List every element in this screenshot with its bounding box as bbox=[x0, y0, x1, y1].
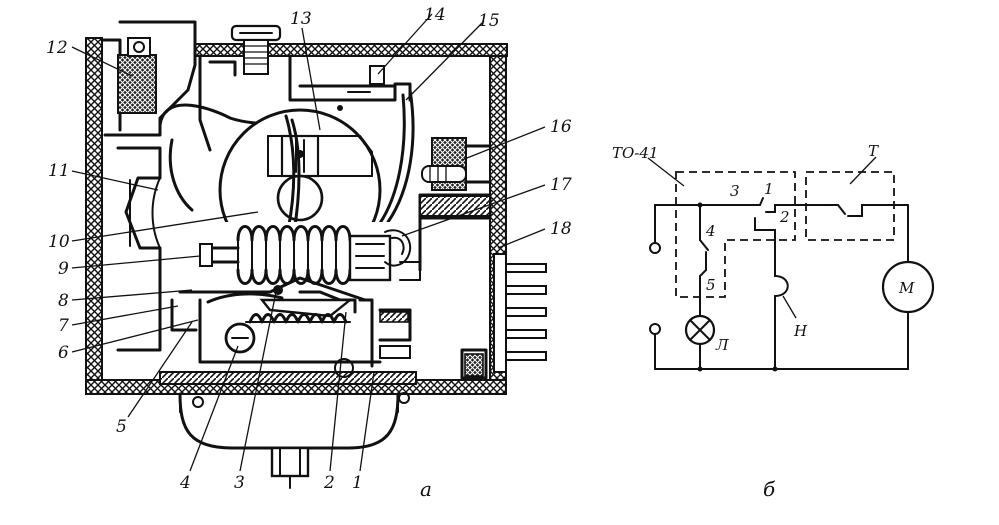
callout-13: 13 bbox=[290, 9, 312, 29]
callout-15: 15 bbox=[478, 11, 500, 31]
heater-label: Н bbox=[793, 322, 808, 340]
relay-boundary bbox=[675, 171, 796, 298]
contact-3-label: 3 bbox=[730, 182, 740, 200]
terminal-pins bbox=[493, 253, 547, 373]
contact-4-label: 4 bbox=[705, 222, 716, 240]
callout-1: 1 bbox=[352, 473, 363, 493]
caption-a: а bbox=[420, 477, 432, 501]
contact-1-label: 1 bbox=[764, 180, 774, 198]
callout-4: 4 bbox=[179, 473, 191, 493]
case-left-wall bbox=[85, 37, 103, 389]
schematic-labels: ТО-41 Т 3 1 2 4 5 Л Н М bbox=[612, 142, 915, 354]
callout-6: 6 bbox=[58, 343, 69, 363]
main-coil-spring bbox=[199, 222, 400, 285]
wiring-schematic bbox=[647, 156, 935, 372]
top-screw bbox=[230, 24, 282, 75]
callout-14: 14 bbox=[424, 5, 446, 25]
thermostat-label: Т bbox=[868, 142, 879, 160]
left-coil-block bbox=[117, 54, 157, 114]
contact-5-label: 5 bbox=[706, 276, 716, 294]
callout-10: 10 bbox=[48, 232, 70, 252]
lamp-label: Л bbox=[715, 336, 729, 354]
callout-3: 3 bbox=[234, 473, 245, 493]
callout-2: 2 bbox=[323, 473, 335, 493]
callout-16: 16 bbox=[550, 117, 572, 137]
contact-2-label: 2 bbox=[779, 208, 790, 226]
callout-9: 9 bbox=[58, 259, 69, 279]
callout-7: 7 bbox=[58, 316, 69, 336]
callout-numbers: 1 2 3 4 5 6 7 8 9 10 11 12 13 14 15 16 1… bbox=[46, 5, 572, 493]
callout-18: 18 bbox=[550, 219, 572, 239]
callout-5: 5 bbox=[116, 417, 127, 437]
callout-8: 8 bbox=[58, 291, 69, 311]
callout-17: 17 bbox=[550, 175, 572, 195]
caption-b: б bbox=[763, 477, 776, 501]
relay-label: ТО-41 bbox=[612, 144, 658, 162]
callout-12: 12 bbox=[46, 38, 68, 58]
callout-11: 11 bbox=[48, 161, 70, 181]
callout-leaders bbox=[71, 13, 546, 472]
motor-label: М bbox=[898, 279, 915, 297]
relay-cutaway-drawing bbox=[85, 20, 547, 489]
